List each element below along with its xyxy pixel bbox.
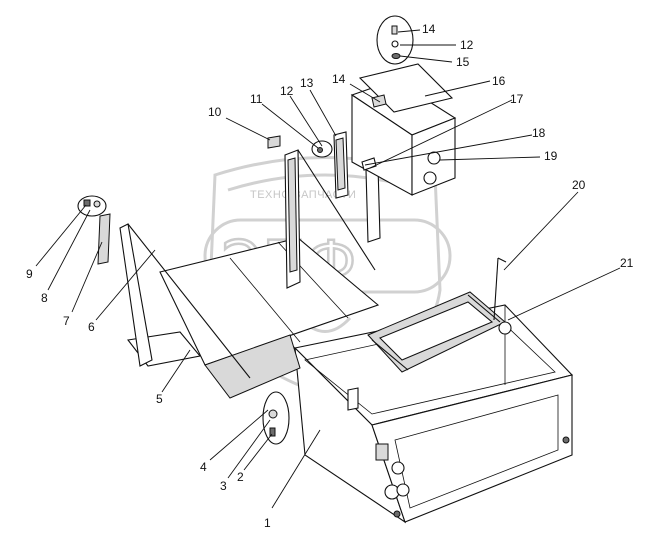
- leader-lines: [35, 29, 621, 509]
- part-7-bracket: [97, 213, 111, 265]
- callout-12a: 12: [280, 84, 294, 98]
- leader-6: [95, 249, 156, 321]
- callout-7: 7: [63, 314, 70, 328]
- leader-17: [369, 99, 513, 169]
- part-20-rod: [493, 257, 507, 321]
- callout-8: 8: [41, 291, 48, 305]
- leader-9: [35, 204, 87, 267]
- leader-1: [271, 429, 321, 509]
- callout-20: 20: [572, 178, 586, 192]
- part-8-9-fastener: [77, 195, 107, 217]
- bracket-rail-left: [371, 339, 409, 371]
- leader-3: [227, 419, 271, 479]
- bolt-shank: [269, 427, 276, 437]
- part-21-bracket: [347, 291, 512, 411]
- bolt-disc: [262, 391, 290, 445]
- box-gland-2: [423, 171, 437, 185]
- leader-12a: [289, 95, 323, 147]
- leader-7: [71, 241, 103, 313]
- callout-9: 9: [26, 267, 33, 281]
- leader-2: [243, 433, 273, 471]
- leader-20: [503, 191, 579, 271]
- part-6-side-plate: [119, 223, 251, 379]
- callout-17: 17: [510, 92, 524, 106]
- callout-5: 5: [156, 392, 163, 406]
- callout-2: 2: [237, 470, 244, 484]
- callout-16: 16: [492, 74, 506, 88]
- leader-13: [309, 89, 337, 137]
- rod: [493, 257, 499, 321]
- leader-10: [225, 117, 271, 141]
- bolt-washer: [268, 409, 278, 419]
- callout-13: 13: [300, 76, 314, 90]
- rod-hook: [497, 257, 507, 263]
- fastener-washer: [93, 200, 101, 208]
- upright-right: [365, 165, 381, 243]
- callout-4: 4: [200, 460, 207, 474]
- bracket-lug: [498, 321, 512, 335]
- screw-nut: [391, 53, 401, 59]
- small-plate: [267, 135, 281, 149]
- frame-hole-3: [396, 483, 410, 497]
- box-gland-1: [427, 151, 441, 165]
- part-2-3-4-bolt: [262, 391, 290, 445]
- upright-strut: [297, 149, 376, 271]
- leader-11: [261, 103, 319, 149]
- callout-19: 19: [544, 149, 558, 163]
- upright-left-slot: [287, 157, 298, 273]
- frame-hole-1: [391, 461, 405, 475]
- callout-14b: 14: [332, 72, 346, 86]
- panel-lip: [204, 334, 301, 399]
- callout-11: 11: [250, 92, 263, 106]
- screw-washer: [391, 40, 399, 48]
- side-plate: [119, 223, 153, 367]
- part-16-19-box: [350, 63, 457, 196]
- callout-21: 21: [620, 256, 634, 270]
- callout-3: 3: [220, 479, 227, 493]
- leader-15: [399, 55, 453, 63]
- side-bracket: [97, 213, 111, 265]
- callout-14a: 14: [422, 22, 436, 36]
- frame-bolt-2: [562, 436, 570, 444]
- side-plate-strut: [127, 223, 251, 379]
- leader-21: [507, 267, 621, 321]
- callout-15: 15: [456, 55, 470, 69]
- screw-disc: [376, 15, 414, 65]
- frame-bolt: [393, 510, 401, 518]
- callout-labels: 1 2 3 4 5 6 7 8 9 10 11 12 13 14 12 15 1…: [26, 22, 634, 530]
- leader-4: [209, 409, 269, 461]
- upright-13-slot: [335, 137, 346, 191]
- leader-14b: [349, 83, 381, 103]
- fastener-disc: [77, 195, 107, 217]
- leader-14a: [397, 29, 421, 33]
- part-1-frame: [293, 304, 574, 524]
- bracket-tab: [347, 387, 359, 411]
- leader-18: [364, 134, 533, 166]
- bolt-12: [317, 147, 323, 153]
- screw: [391, 25, 398, 35]
- callout-6: 6: [88, 320, 95, 334]
- leader-5: [161, 349, 191, 393]
- leader-16: [424, 80, 491, 97]
- frame-plate: [375, 443, 389, 461]
- bracket-window: [379, 301, 494, 361]
- part-14-15-disc: [376, 15, 414, 65]
- leader-19: [439, 156, 541, 161]
- callout-18: 18: [532, 126, 546, 140]
- callout-12b: 12: [460, 38, 474, 52]
- part-10-plate: [267, 135, 281, 149]
- callout-1: 1: [264, 516, 271, 530]
- fastener-nut: [83, 199, 91, 207]
- panel-crease: [229, 257, 301, 343]
- callout-10: 10: [208, 105, 222, 119]
- leader-8: [47, 209, 91, 291]
